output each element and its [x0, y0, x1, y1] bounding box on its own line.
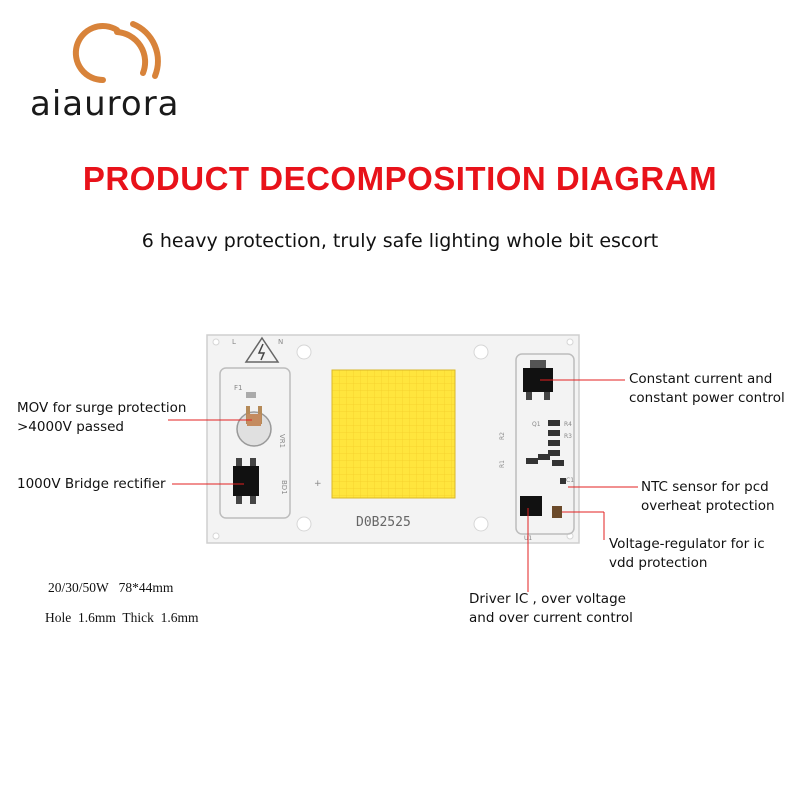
brand-logo-icon: [72, 21, 161, 84]
mount-hole: [473, 516, 489, 532]
voltage-regulator-callout: Voltage-regulator for ic vdd protection: [609, 536, 765, 571]
constant-current-callout: Constant current and constant power cont…: [629, 371, 785, 406]
svg-text:R3: R3: [564, 433, 572, 440]
svg-text:C1: C1: [566, 477, 574, 484]
bridge-rectifier-chip: [233, 466, 259, 496]
led-pcb-board: D0B2525 L N F1 VR1 BD1 + Q1 R4 R3 R2 R1 …: [206, 334, 580, 544]
svg-text:U1: U1: [524, 535, 532, 542]
spec-hole-thickness: Hole 1.6mm Thick 1.6mm: [45, 610, 199, 625]
bridge-rectifier-callout: 1000V Bridge rectifier: [17, 476, 166, 492]
cob-led: [331, 369, 456, 499]
mount-hole: [473, 344, 489, 360]
mount-hole: [296, 344, 312, 360]
svg-text:R2: R2: [499, 432, 506, 440]
mov-callout: MOV for surge protection >4000V passed: [17, 400, 187, 435]
driver-ic-callout: Driver IC , over voltage and over curren…: [469, 591, 633, 626]
driver-ic-chip: [520, 496, 542, 516]
svg-text:F1: F1: [234, 384, 242, 392]
svg-text:R1: R1: [499, 460, 506, 468]
brand-name: aiaurora: [30, 84, 180, 124]
svg-text:L: L: [232, 338, 236, 346]
mosfet-chip: [523, 368, 553, 392]
svg-text:BD1: BD1: [280, 480, 288, 495]
ntc-sensor: [560, 478, 566, 484]
svg-text:Q1: Q1: [532, 421, 541, 428]
svg-text:N: N: [278, 338, 283, 346]
svg-text:VR1: VR1: [278, 434, 286, 448]
chip-label: D0B2525: [356, 515, 411, 530]
ntc-sensor-callout: NTC sensor for pcd overheat protection: [641, 479, 775, 514]
high-voltage-warning-icon: [244, 336, 280, 363]
page-title: PRODUCT DECOMPOSITION DIAGRAM: [82, 160, 718, 197]
page-subtitle: 6 heavy protection, truly safe lighting …: [141, 230, 659, 252]
svg-text:+: +: [314, 479, 322, 489]
mov-component: [236, 411, 272, 447]
mount-hole: [296, 516, 312, 532]
spec-power-size: 20/30/50W 78*44mm: [48, 580, 174, 595]
svg-text:R4: R4: [564, 421, 572, 428]
